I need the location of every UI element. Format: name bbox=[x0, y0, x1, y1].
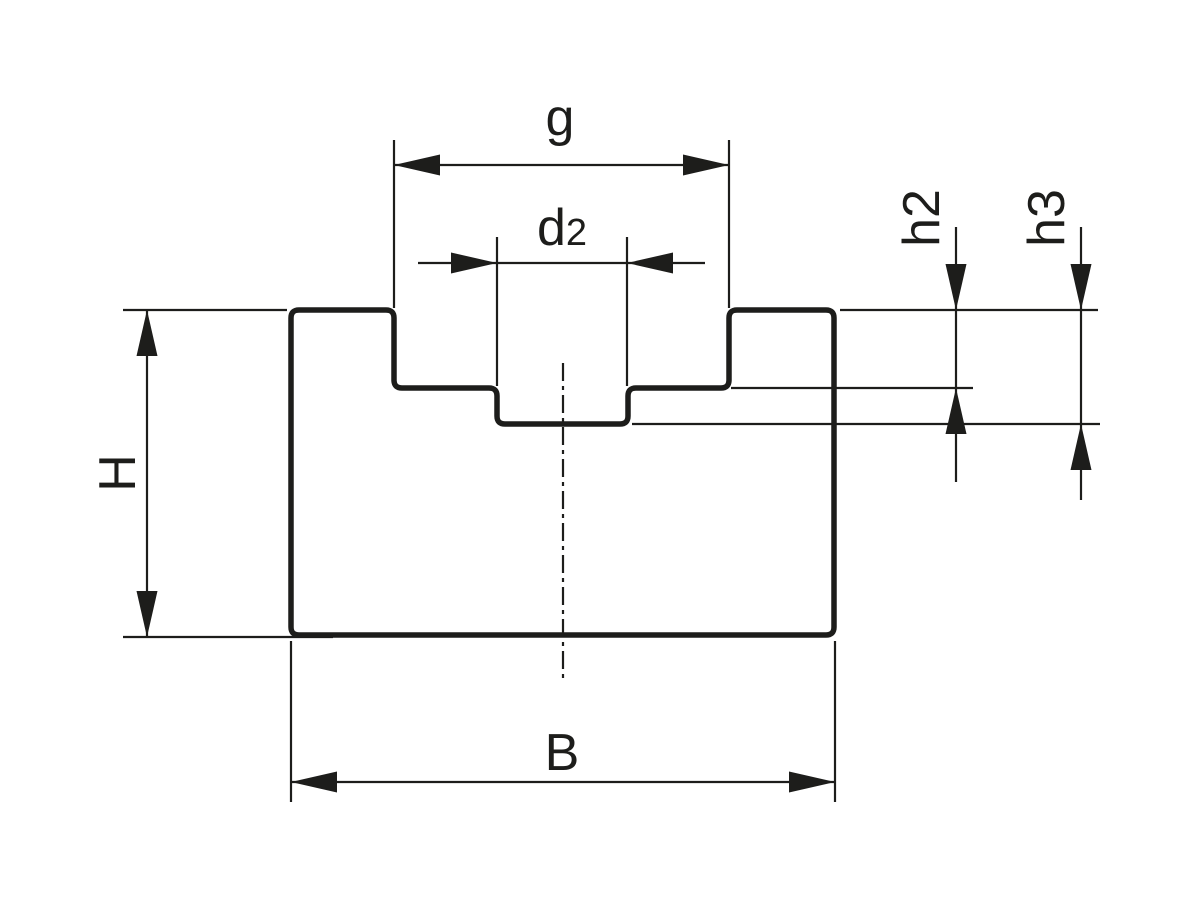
dimension-h3: h3 bbox=[1018, 189, 1092, 500]
arrowhead-h3-bottom bbox=[1070, 424, 1092, 470]
arrowhead-d2-left bbox=[451, 252, 497, 274]
dimension-label-H: H bbox=[89, 454, 147, 492]
dimension-label-g: g bbox=[546, 89, 575, 147]
dimension-label-h3: h3 bbox=[1018, 189, 1076, 247]
dimension-label-h2: h2 bbox=[893, 189, 951, 247]
dimension-h2: h2 bbox=[893, 189, 967, 482]
dimension-d2: d2 bbox=[418, 199, 705, 274]
arrowhead-g-left bbox=[394, 154, 440, 176]
dimension-B: B bbox=[291, 724, 835, 793]
dimension-label-d2-subscript: 2 bbox=[566, 212, 587, 254]
arrowhead-B-right bbox=[789, 771, 835, 793]
dimension-label-d2: d2 bbox=[537, 199, 587, 257]
dimension-label-B: B bbox=[545, 724, 580, 782]
extension-lines bbox=[123, 140, 1100, 802]
arrowhead-H-bottom bbox=[136, 591, 158, 637]
arrowhead-H-top bbox=[136, 310, 158, 356]
profile-outline bbox=[288, 307, 837, 638]
dimension-H: H bbox=[89, 310, 158, 637]
arrowhead-h2-bottom bbox=[945, 388, 967, 434]
arrowhead-B-left bbox=[291, 771, 337, 793]
arrowhead-h3-top bbox=[1070, 264, 1092, 310]
dimension-g: g bbox=[394, 89, 729, 176]
arrowhead-h2-top bbox=[945, 264, 967, 310]
dimension-label-d2-base: d bbox=[537, 199, 566, 257]
arrowhead-d2-right bbox=[627, 252, 673, 274]
arrowhead-g-right bbox=[683, 154, 729, 176]
